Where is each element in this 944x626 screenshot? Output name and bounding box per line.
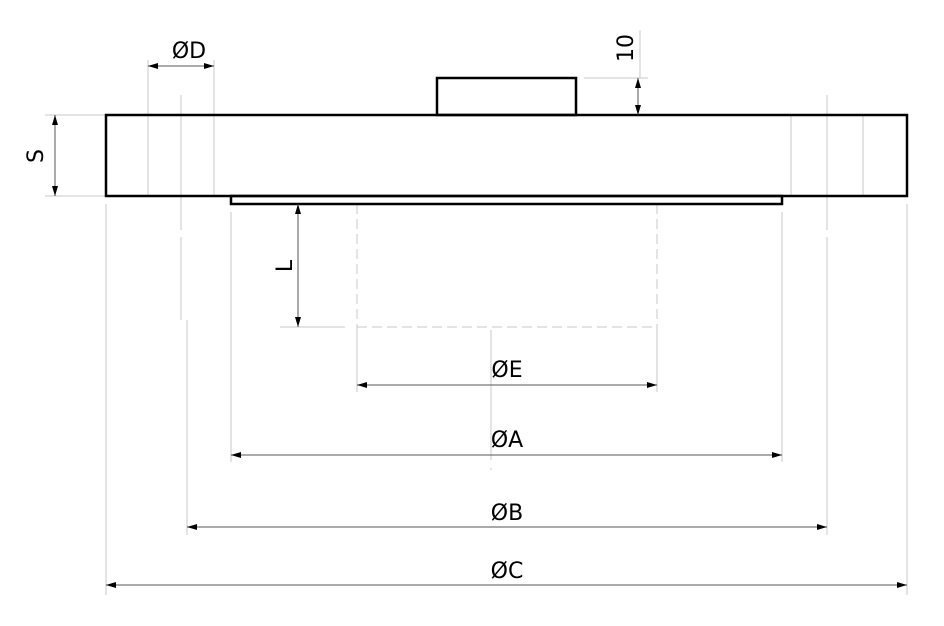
dimension-B: ØB [187, 501, 827, 530]
dimension-L: L [273, 204, 301, 327]
label-S: S [24, 149, 49, 163]
raised-face [229, 194, 784, 206]
label-10: 10 [614, 34, 639, 62]
label-A: ØA [491, 428, 523, 453]
construction-lines [45, 30, 908, 595]
flange-plate [104, 113, 909, 198]
label-D: ØD [172, 39, 206, 64]
label-C: ØC [491, 559, 524, 584]
boss [435, 76, 578, 117]
dimension-10: 10 [614, 34, 641, 115]
dimension-C: ØC [106, 559, 907, 588]
hidden-bore [356, 204, 658, 328]
label-E: ØE [491, 358, 522, 383]
dimension-S: S [24, 115, 58, 196]
dimension-D: ØD [148, 39, 214, 69]
label-L: L [273, 259, 298, 272]
dimension-E: ØE [357, 358, 657, 388]
label-B: ØB [491, 501, 523, 526]
dimension-A: ØA [231, 428, 782, 458]
